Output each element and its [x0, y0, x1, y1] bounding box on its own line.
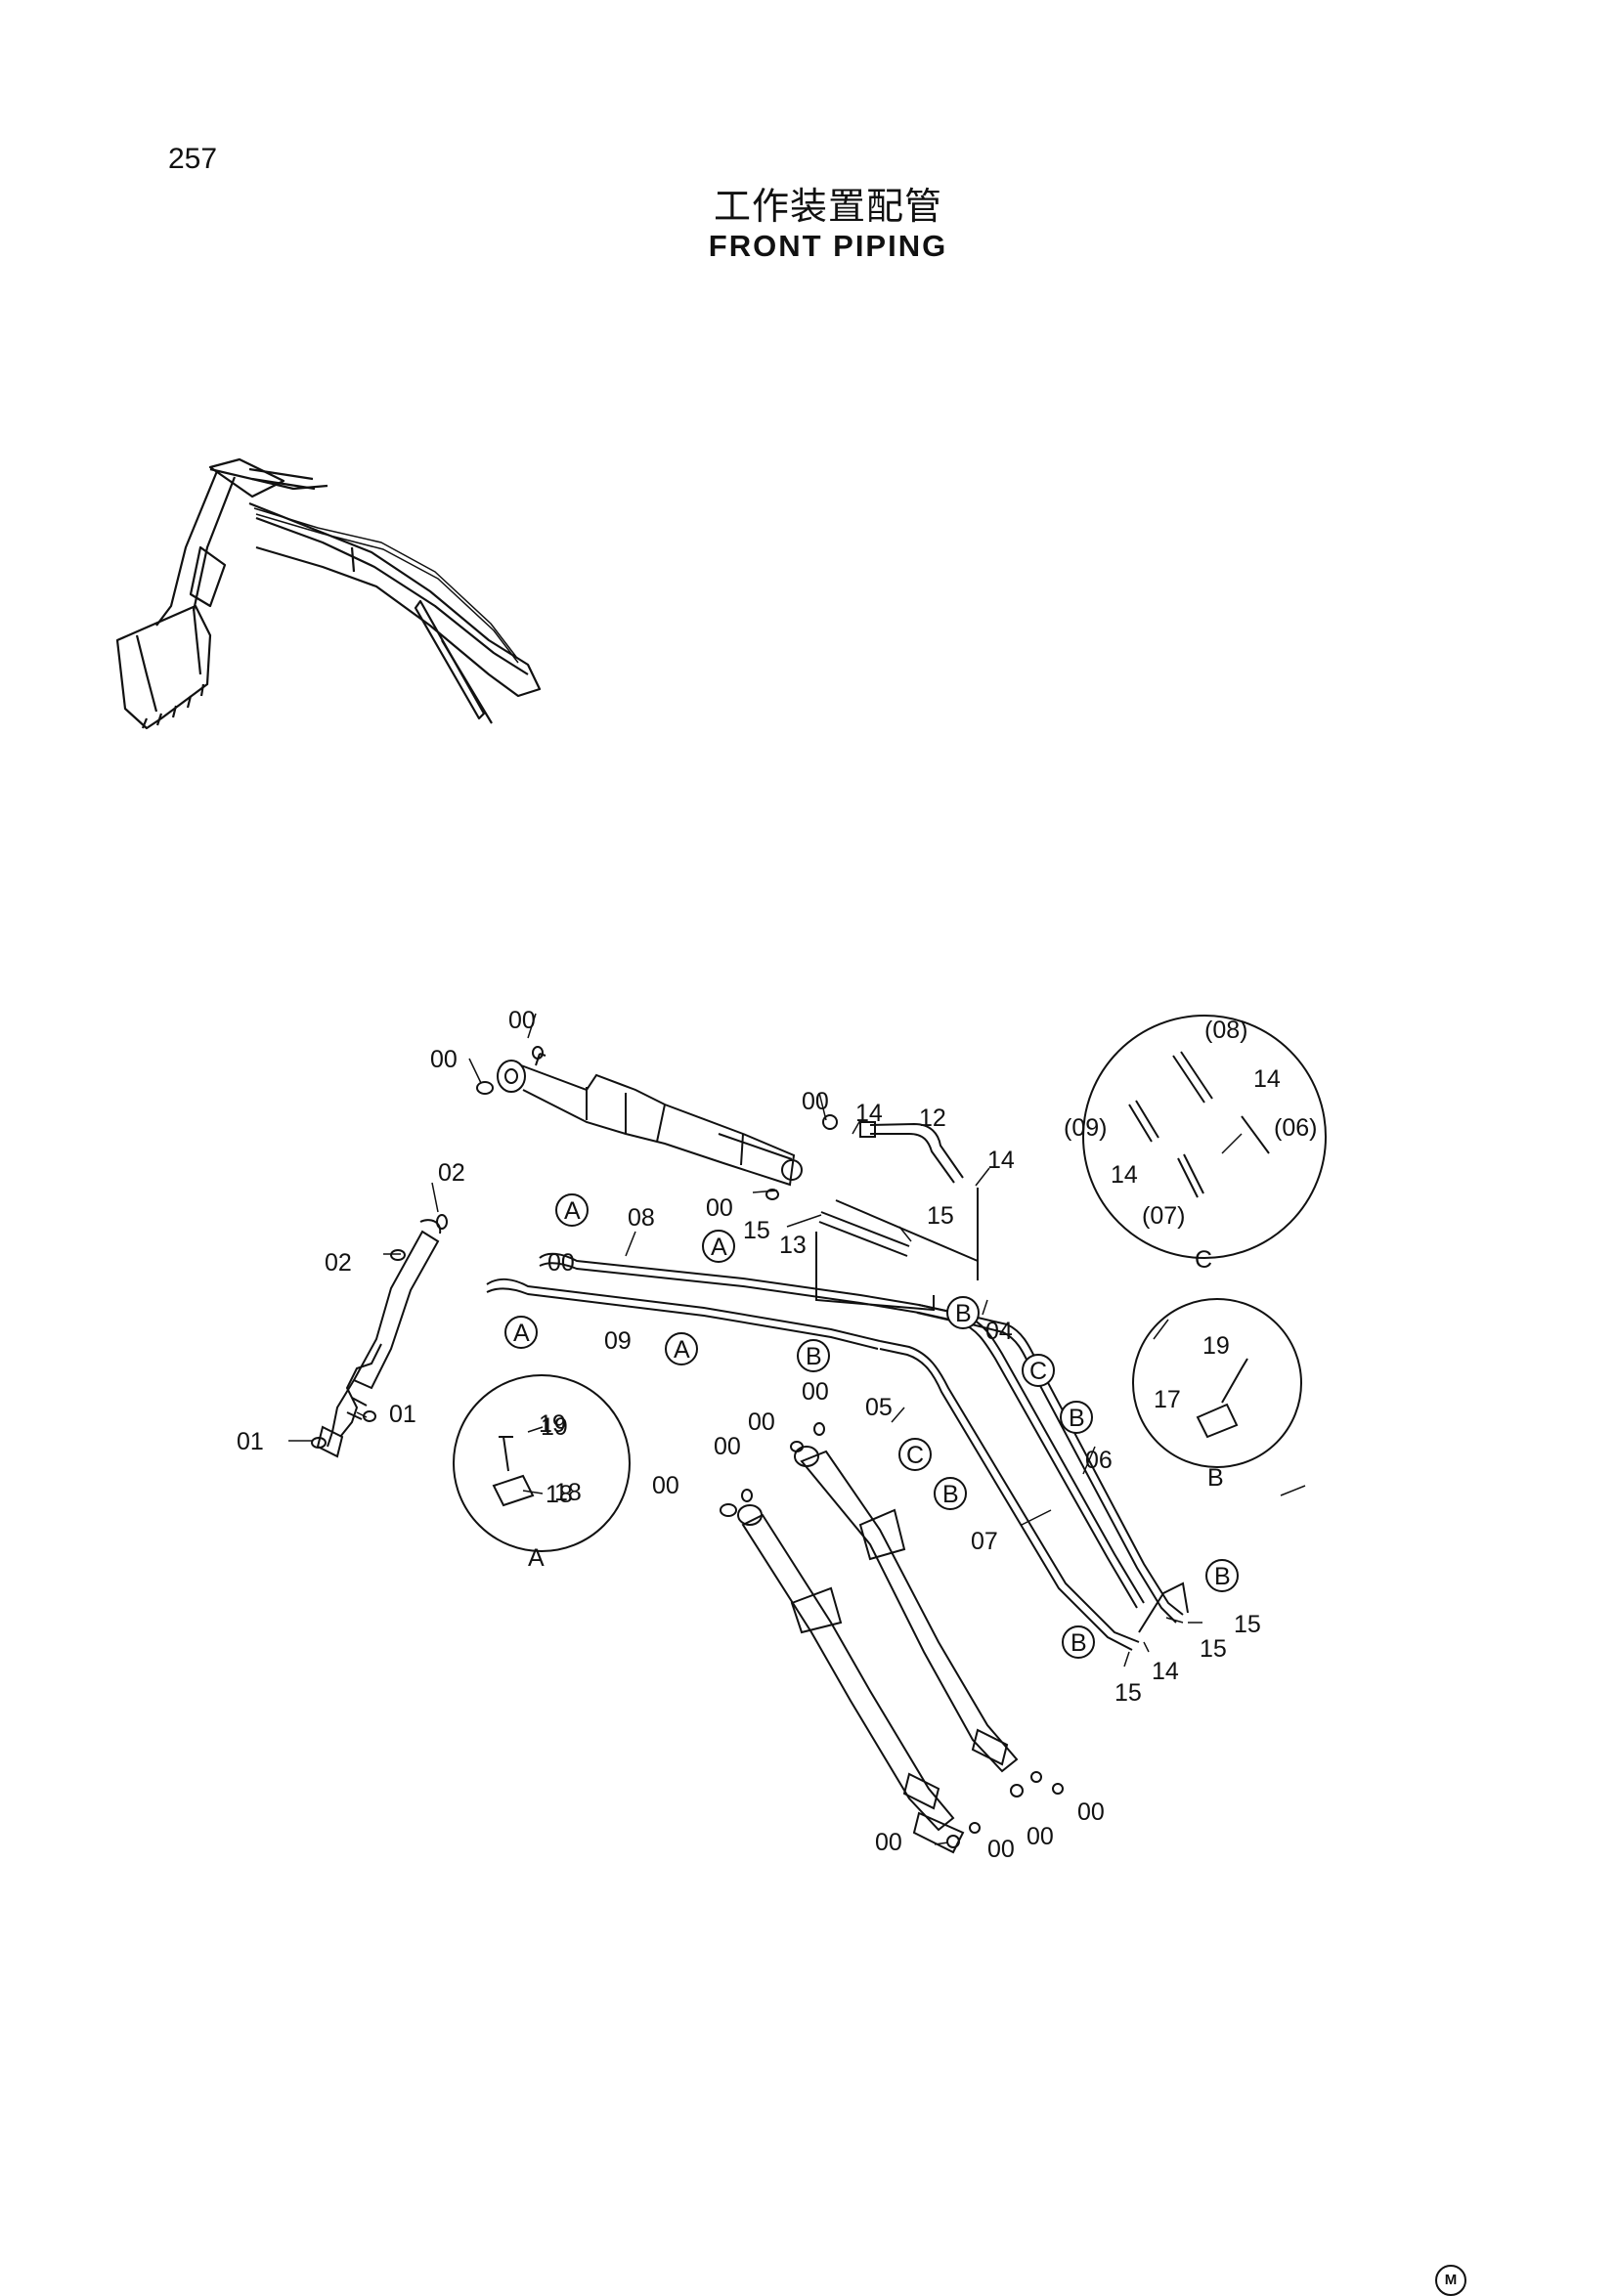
svg-text:B: B	[1207, 1464, 1224, 1492]
leader-lines	[288, 1013, 1306, 1845]
svg-text:14: 14	[1253, 1065, 1281, 1093]
callout-label: 02	[325, 1249, 352, 1277]
svg-text:A: A	[513, 1320, 530, 1347]
detail-ref-a: A	[504, 1316, 538, 1349]
callout-label: 14	[1152, 1658, 1179, 1685]
svg-text:B: B	[1214, 1563, 1231, 1590]
svg-text:14: 14	[1111, 1161, 1138, 1189]
o-rings	[311, 1046, 1064, 1848]
svg-text:B: B	[942, 1481, 959, 1508]
boom-pipes	[486, 1252, 1189, 1651]
callout-labels: 00 00 00 14 12 14 00 15 15 13 08 02 02 0…	[237, 1007, 1261, 1863]
callout-label: 00	[875, 1829, 902, 1856]
detail-view-a	[453, 1374, 631, 1552]
callout-label: 00	[987, 1836, 1015, 1863]
detail-ref-b: B	[946, 1296, 980, 1329]
bucket-cylinder-left	[737, 1504, 965, 1854]
callout-label: 15	[1114, 1679, 1142, 1707]
callout-label: 00	[802, 1378, 829, 1406]
callout-label: 00	[430, 1046, 458, 1073]
callout-label: 00	[714, 1433, 741, 1460]
callout-label: 00	[1077, 1798, 1105, 1826]
svg-text:A: A	[564, 1197, 581, 1225]
svg-text:C: C	[1195, 1246, 1212, 1274]
detail-ref-c: C	[898, 1438, 932, 1471]
callout-label: 15	[927, 1202, 954, 1230]
detail-ref-b: B	[934, 1477, 967, 1510]
page-title-chinese: 工作装置配管	[713, 185, 942, 228]
callout-label: 01	[237, 1428, 264, 1455]
callout-label: 01	[389, 1401, 416, 1428]
svg-text:19: 19	[1202, 1332, 1230, 1360]
svg-text:A: A	[711, 1234, 727, 1261]
callout-label: 07	[971, 1528, 998, 1555]
callout-label: 00	[706, 1194, 733, 1222]
svg-text:A: A	[674, 1336, 690, 1364]
callout-label: 15	[743, 1217, 770, 1244]
svg-text:B: B	[1069, 1405, 1085, 1432]
callout-label: 15	[1200, 1635, 1227, 1663]
callout-label: 00	[1027, 1823, 1054, 1850]
svg-text:B: B	[955, 1300, 972, 1327]
detail-b-labels: 19 17 B	[1154, 1332, 1230, 1492]
callout-label: 00	[547, 1249, 575, 1277]
callout-label: 08	[628, 1204, 655, 1232]
svg-text:19: 19	[539, 1410, 566, 1438]
detail-ref-a: A	[702, 1230, 735, 1263]
hose-12	[859, 1121, 964, 1184]
arm-cylinder-left	[316, 1219, 442, 1458]
callout-label: 15	[1234, 1611, 1261, 1638]
detail-ref-b: B	[1205, 1559, 1239, 1592]
detail-ref-c: C	[1022, 1354, 1055, 1387]
detail-view-c	[1082, 1015, 1327, 1259]
manufacturer-mark: M	[1435, 2265, 1466, 2296]
callout-label: 00	[748, 1408, 775, 1436]
detail-ref-a: A	[555, 1193, 589, 1227]
svg-text:C: C	[906, 1442, 924, 1469]
callout-label: 06	[1085, 1447, 1113, 1474]
boom-cylinder-upper	[497, 1053, 803, 1187]
detail-ref-b: B	[797, 1339, 830, 1372]
svg-text:(06): (06)	[1274, 1114, 1317, 1142]
svg-text:C: C	[1029, 1358, 1047, 1385]
callout-label: 18	[546, 1481, 573, 1508]
svg-text:(09): (09)	[1064, 1114, 1107, 1142]
svg-text:B: B	[806, 1343, 822, 1370]
svg-text:(08): (08)	[1204, 1017, 1247, 1044]
callout-label: 00	[652, 1472, 679, 1499]
svg-text:18: 18	[554, 1479, 582, 1506]
callout-label: 12	[919, 1105, 946, 1132]
detail-ref-b: B	[1060, 1401, 1093, 1434]
svg-text:(07): (07)	[1142, 1202, 1185, 1230]
detail-ref-a: A	[665, 1332, 698, 1365]
callout-label: 00	[802, 1088, 829, 1115]
bucket-cylinder-right	[794, 1446, 1019, 1773]
callout-label: 09	[604, 1327, 632, 1355]
svg-text:17: 17	[1154, 1386, 1181, 1413]
detail-reference-markers: A A A A B B C B C B B B	[504, 1193, 1239, 1659]
callout-label: 02	[438, 1159, 465, 1187]
callout-label: 19	[541, 1413, 568, 1441]
callout-label: 00	[508, 1007, 536, 1034]
svg-text:B: B	[1071, 1629, 1087, 1657]
callout-label: 14	[987, 1147, 1015, 1174]
detail-a-labels: 19 18 A	[528, 1410, 582, 1572]
callout-label: 13	[779, 1232, 807, 1259]
detail-view-b	[1132, 1298, 1302, 1468]
detail-c-labels: (08) 14 (09) (06) 14 (07) C	[1064, 1017, 1317, 1274]
callout-label: 05	[865, 1394, 893, 1421]
callout-label: 14	[855, 1100, 883, 1127]
callout-label: 04	[985, 1318, 1013, 1345]
page-number: 257	[168, 143, 218, 175]
page-title-english: FRONT PIPING	[708, 229, 948, 263]
svg-text:A: A	[528, 1544, 545, 1572]
excavator-overview-sketch	[115, 457, 542, 730]
detail-ref-b: B	[1062, 1625, 1095, 1659]
